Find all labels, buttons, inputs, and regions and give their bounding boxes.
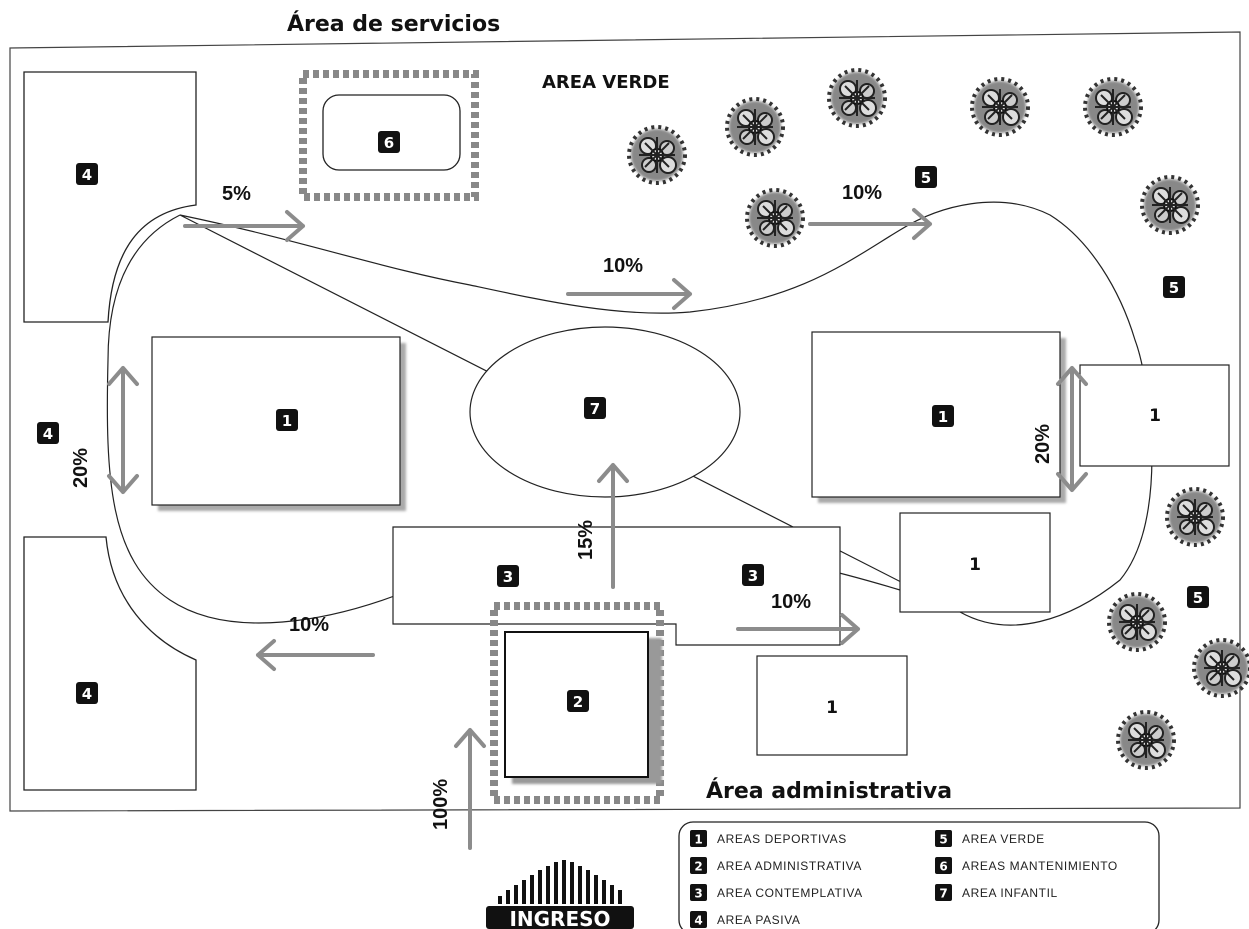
tree-icon [747, 190, 803, 246]
legend-label: AREA CONTEMPLATIVA [717, 886, 863, 900]
badge-1-left-label: 1 [282, 412, 292, 430]
pct-top-right: 10% [842, 182, 882, 204]
legend-badge-6 [935, 857, 952, 874]
badge-5-top-label: 5 [921, 169, 931, 187]
badge-1-right-label: 1 [938, 408, 948, 426]
zone-4-bottom-block [23, 536, 197, 791]
pct-bottom-right: 10% [771, 591, 811, 613]
legend-label: AREAS MANTENIMIENTO [962, 859, 1118, 873]
pct-top-mid: 10% [603, 255, 643, 277]
legend-box [678, 821, 1160, 929]
court-right-small [1079, 364, 1230, 467]
pct-entrance: 100% [430, 779, 452, 830]
badge-4-mid-label: 4 [43, 425, 53, 443]
tree-icon [829, 70, 885, 126]
arrow-right-vertical [1056, 366, 1088, 492]
legend-badge-3 [690, 884, 707, 901]
badge-4-mid [37, 422, 59, 444]
site-boundary [9, 31, 1241, 812]
badge-7 [584, 397, 606, 419]
badge-2-label: 2 [573, 693, 583, 711]
badge-5-low [1187, 586, 1209, 608]
zone-4-top-block [23, 71, 197, 323]
badge-6 [378, 131, 400, 153]
badge-4-bottom [76, 682, 98, 704]
entrance-label: INGRESO [509, 907, 610, 929]
court-mid [899, 512, 1051, 613]
arrow-top-left [183, 210, 305, 242]
arrow-top-mid [566, 278, 692, 310]
badge-5-low-label: 5 [1193, 589, 1203, 607]
legend-badge-number: 3 [694, 887, 702, 901]
badge-4-bottom-label: 4 [82, 685, 92, 703]
tree-icon [1118, 712, 1174, 768]
badge-3-left-label: 3 [503, 568, 513, 586]
legend-badge-number: 6 [939, 860, 947, 874]
court-bottom [756, 655, 908, 756]
badge-1-left [276, 409, 298, 431]
tree-icon [1142, 177, 1198, 233]
badge-5-right-label: 5 [1169, 279, 1179, 297]
entrance-sign: INGRESO [486, 858, 634, 929]
badge-3-right-label: 3 [748, 567, 758, 585]
legend-badge-number: 4 [694, 914, 702, 928]
badge-6-label: 6 [384, 134, 394, 152]
arrow-top-right [808, 208, 932, 240]
tree-icon [727, 99, 783, 155]
tree-icon [1194, 640, 1249, 696]
tree-icon [1109, 594, 1165, 650]
zone-6-frame [299, 70, 479, 201]
legend-label: AREA INFANTIL [962, 886, 1058, 900]
legend-label: AREAS DEPORTIVAS [717, 832, 847, 846]
arrow-bottom-left [256, 639, 375, 671]
legend-label: AREA PASIVA [717, 913, 801, 927]
badge-5-right [1163, 276, 1185, 298]
pct-center-up: 15% [575, 520, 597, 560]
badge-3-left [497, 565, 519, 587]
legend-badge-number: 5 [939, 833, 947, 847]
pct-right-vertical: 20% [1032, 424, 1054, 464]
badge-3-right [742, 564, 764, 586]
legend-badge-number: 7 [939, 887, 947, 901]
pct-left-vertical: 20% [70, 448, 92, 488]
court-mid-mark: 1 [969, 555, 981, 575]
arrow-left-vertical [107, 366, 139, 494]
legend-label: AREA ADMINISTRATIVA [717, 859, 862, 873]
arrow-bottom-right [736, 613, 860, 645]
pct-top-left: 5% [222, 183, 251, 205]
legend-badge-2 [690, 857, 707, 874]
badge-1-right [932, 405, 954, 427]
legend-badge-4 [690, 911, 707, 928]
legend-label: AREA VERDE [962, 832, 1045, 846]
legend-badge-number: 1 [694, 833, 702, 847]
badge-5-top [915, 166, 937, 188]
admin-area-title: Área administrativa [706, 778, 952, 804]
legend-badge-number: 2 [694, 860, 702, 874]
arrow-entrance [454, 728, 486, 850]
legend-badge-5 [935, 830, 952, 847]
zone-3-block [392, 526, 841, 646]
green-area-title: AREA VERDE [542, 72, 670, 93]
badge-7-label: 7 [590, 400, 600, 418]
service-area-title: Área de servicios [287, 11, 500, 37]
zone-badges: 4 4 4 6 1 1 7 3 3 2 5 5 5 [37, 131, 1209, 712]
badge-4-top [76, 163, 98, 185]
tree-icon [1085, 79, 1141, 135]
legend-badge-7 [935, 884, 952, 901]
tree-icon [629, 127, 685, 183]
tree-icon [1167, 489, 1223, 545]
legend-badge-1 [690, 830, 707, 847]
badge-4-top-label: 4 [82, 166, 92, 184]
pct-bottom-left: 10% [289, 614, 329, 636]
tree-icon [972, 79, 1028, 135]
arrow-center-up [597, 463, 629, 589]
badge-2 [567, 690, 589, 712]
court-bottom-mark: 1 [826, 698, 838, 718]
court-right-small-mark: 1 [1149, 406, 1161, 426]
